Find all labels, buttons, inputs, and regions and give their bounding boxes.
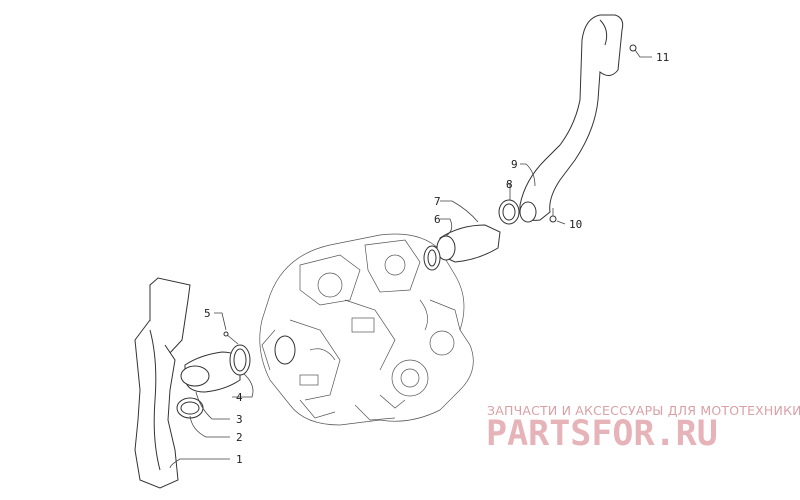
outlet-tube-9 xyxy=(519,14,624,223)
watermark-tagline: ЗАПЧАСТИ И АКСЕССУАРЫ ДЛЯ МОТОТЕХНИКИ xyxy=(487,403,800,418)
callout-10: 10 xyxy=(569,218,582,231)
callout-5: 5 xyxy=(204,307,211,320)
screw-5 xyxy=(223,331,239,345)
callout-3: 3 xyxy=(236,413,243,426)
callout-4: 4 xyxy=(236,391,243,404)
clamp-2 xyxy=(176,397,204,419)
clamp-8 xyxy=(498,199,520,225)
air-intake-duct xyxy=(134,277,191,489)
bolt-10 xyxy=(549,208,557,223)
clamp-4 xyxy=(229,344,251,376)
callout-7: 7 xyxy=(434,195,441,208)
callout-1: 1 xyxy=(236,453,243,466)
intake-boot xyxy=(180,351,241,393)
watermark-logo: PARTSFOR.RU xyxy=(486,414,718,454)
engine-inlet xyxy=(274,335,296,365)
callout-6: 6 xyxy=(434,213,441,226)
sleeve-7 xyxy=(436,224,501,263)
callout-9: 9 xyxy=(511,158,518,171)
callout-8: 8 xyxy=(506,178,513,191)
callout-2: 2 xyxy=(236,431,243,444)
callout-11: 11 xyxy=(656,51,669,64)
engine-block xyxy=(259,233,474,426)
leader-lines xyxy=(169,49,652,469)
clamp-6 xyxy=(423,245,441,271)
bolt-11 xyxy=(629,44,637,52)
